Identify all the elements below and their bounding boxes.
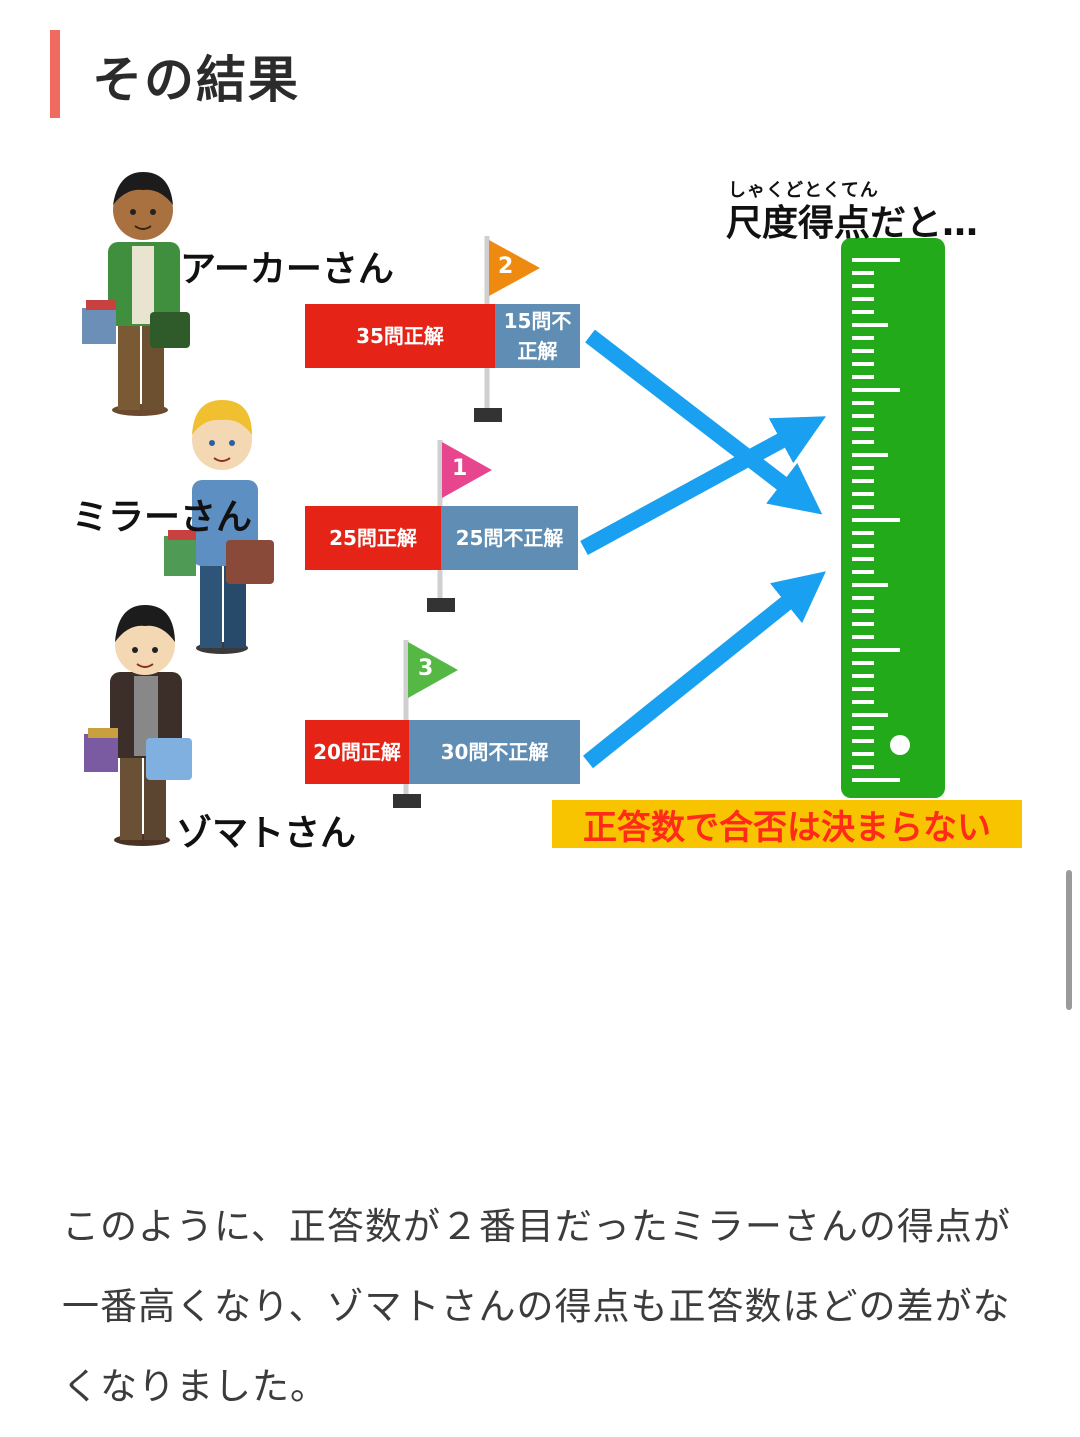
miller-correct-bar: 25問正解 (305, 506, 441, 570)
ruler-tick (852, 479, 874, 483)
ruler-tick (852, 375, 874, 379)
ruler-tick (852, 544, 874, 548)
person-miller-illustration (164, 400, 274, 654)
ruler-tick (852, 765, 874, 769)
ruler-tick (852, 388, 900, 392)
heading-accent-bar (50, 30, 60, 118)
ruler-tick (852, 778, 900, 782)
ruler-tick (852, 674, 874, 678)
archer-correct-bar: 35問正解 (305, 304, 495, 368)
ruler-title-ruby: しゃくどとくてん (728, 180, 879, 201)
flag-3-number: 3 (418, 656, 434, 681)
section-heading: その結果 (92, 51, 300, 109)
zomato-correct-bar: 20問正解 (305, 720, 409, 784)
ruler-tick (852, 570, 874, 574)
flag-2-number: 2 (498, 254, 514, 279)
arrows (580, 329, 826, 769)
ruler-tick (852, 713, 888, 717)
ruler-tick (852, 622, 874, 626)
ruler-tick (852, 414, 874, 418)
person-archer-illustration (82, 172, 190, 416)
conclusion-banner: 正答数で合否は決まらない (552, 800, 1022, 848)
ruler-tick (852, 310, 874, 314)
ruler-tick (852, 362, 874, 366)
ruler-tick (852, 648, 900, 652)
ruler-tick (852, 466, 874, 470)
ruler-tick (852, 258, 900, 262)
person-zomato-illustration (84, 605, 192, 846)
ruler-tick (852, 531, 874, 535)
result-illustration (82, 172, 945, 846)
scrollbar-thumb[interactable] (1066, 870, 1072, 1010)
person-name-archer: アーカーさん (180, 249, 394, 290)
ruler-tick (852, 440, 874, 444)
ruler-tick (852, 297, 874, 301)
ruler-tick (852, 284, 874, 288)
ruler-tick (852, 505, 874, 509)
ruler-tick (852, 687, 874, 691)
ruler-tick (852, 635, 874, 639)
ruler-tick (852, 752, 874, 756)
ruler-tick (852, 349, 874, 353)
ruler-tick (852, 401, 874, 405)
person-name-miller: ミラーさん (72, 497, 253, 538)
ruler-tick (852, 323, 888, 327)
archer-wrong-bar: 15問不正解 (495, 304, 580, 368)
flag-1-number: 1 (452, 456, 468, 481)
ruler-tick (852, 661, 874, 665)
ruler-tick (852, 336, 874, 340)
ruler-tick (852, 453, 888, 457)
ruler-tick (852, 557, 874, 561)
ruler-tick (852, 700, 874, 704)
ruler-tick (852, 518, 900, 522)
ruler-tick (852, 726, 874, 730)
ruler-tick (852, 583, 888, 587)
ruler-tick (852, 739, 874, 743)
miller-wrong-bar: 25問不正解 (441, 506, 578, 570)
ruler (841, 238, 945, 798)
body-paragraph: このように、正答数が２番目だったミラーさんの得点が一番高くなり、ゾマトさんの得点… (62, 1205, 1011, 1408)
ruler-tick (852, 271, 874, 275)
ruler-tick (852, 427, 874, 431)
person-name-zomato: ゾマトさん (176, 813, 357, 854)
zomato-wrong-bar: 30問不正解 (409, 720, 580, 784)
ruler-tick (852, 596, 874, 600)
ruler-tick (852, 492, 874, 496)
ruler-tick (852, 609, 874, 613)
ruler-ticks (852, 258, 900, 782)
ruler-title: 尺度得点だと… (726, 203, 979, 244)
